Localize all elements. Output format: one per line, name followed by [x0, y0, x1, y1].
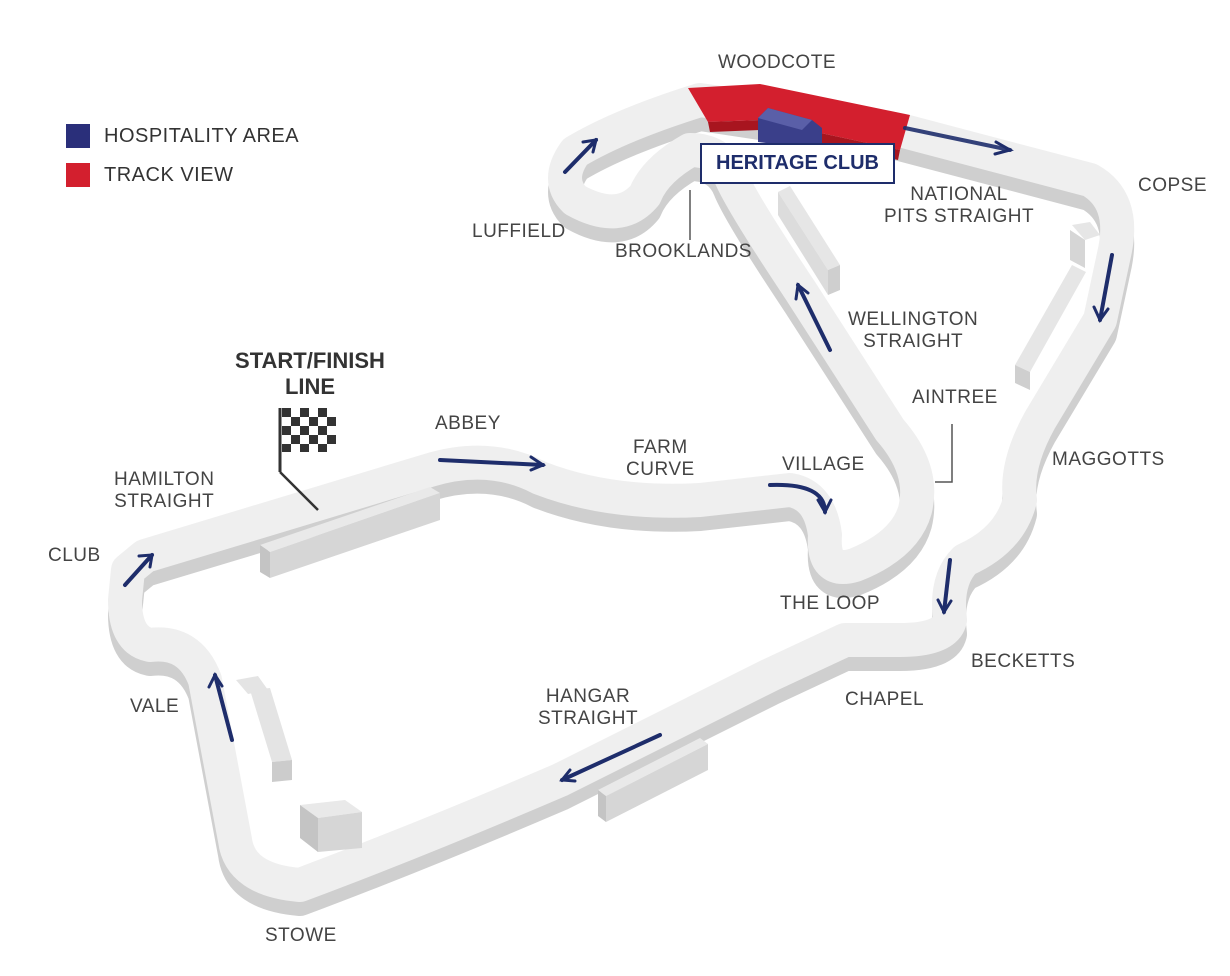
chapel-label: CHAPEL	[845, 689, 925, 710]
aintree-leader	[935, 424, 953, 483]
hamilton-label: HAMILTON STRAIGHT	[114, 469, 215, 512]
woodcote-label: WOODCOTE	[718, 52, 836, 73]
direction-arrows	[123, 126, 1114, 783]
luffield-label: LUFFIELD	[472, 221, 566, 242]
hospitality-swatch	[66, 124, 90, 148]
abbey-label: ABBEY	[435, 413, 501, 434]
brooklands-label: BROOKLANDS	[615, 241, 752, 262]
farm-curve-label: FARM CURVE	[626, 437, 695, 480]
checkered-flag-icon	[278, 408, 336, 511]
hangar-label: HANGAR STRAIGHT	[538, 686, 639, 729]
the-loop-label: THE LOOP	[780, 593, 881, 614]
legend-hospitality-label: HOSPITALITY AREA	[104, 124, 300, 147]
copse-label: COPSE	[1138, 175, 1208, 196]
stowe-label: STOWE	[265, 925, 337, 946]
heritage-club-label: HERITAGE CLUB	[700, 143, 895, 184]
wellington-label: WELLINGTON STRAIGHT	[848, 309, 979, 352]
track-view-swatch	[66, 163, 90, 187]
track-surface	[108, 83, 1135, 902]
national-pits-label: NATIONAL PITS STRAIGHT	[884, 184, 1035, 227]
club-label: CLUB	[48, 545, 101, 566]
vale-label: VALE	[130, 696, 180, 717]
aintree-label: AINTREE	[912, 387, 998, 408]
legend-hospitality: HOSPITALITY AREA	[66, 124, 299, 148]
village-label: VILLAGE	[782, 454, 865, 475]
hospitality-roof	[758, 108, 812, 130]
legend-track-view-label: TRACK VIEW	[104, 163, 234, 186]
grandstand-blocks	[236, 186, 1100, 852]
becketts-label: BECKETTS	[971, 651, 1076, 672]
start-finish-label: START/FINISH LINE	[235, 348, 385, 399]
legend-track-view: TRACK VIEW	[66, 163, 233, 187]
maggotts-label: MAGGOTTS	[1052, 449, 1165, 470]
